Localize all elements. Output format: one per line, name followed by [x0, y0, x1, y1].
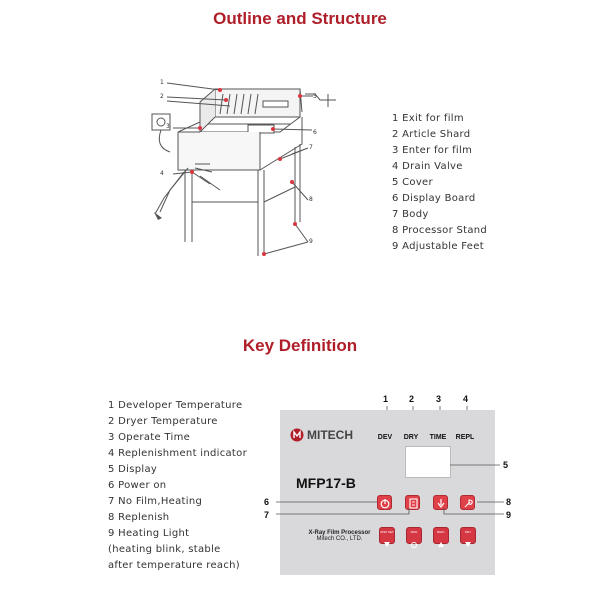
outline-legend-item: 2 Article Shard	[392, 129, 471, 140]
heating-light	[433, 495, 448, 510]
dry-button[interactable]: DRY	[460, 527, 476, 547]
keys-legend-item: 6 Power on	[108, 480, 167, 491]
down-triangle-icon	[384, 542, 390, 547]
down-triangle-icon	[465, 542, 471, 547]
column-number-1: 1	[383, 394, 389, 404]
column-label-dev: DEV	[377, 434, 393, 441]
callout-2: 2	[160, 93, 164, 100]
callout-power: 6	[264, 497, 270, 507]
keys-title: Key Definition	[242, 336, 358, 355]
no-film-heating-button[interactable]	[405, 495, 420, 510]
power-icon	[380, 499, 390, 509]
brand-name: MITECH	[307, 428, 353, 442]
callout-5: 5	[313, 93, 317, 100]
outline-legend-item: 1 Exit for film	[392, 113, 464, 124]
callout-1: 1	[160, 79, 164, 86]
column-label-repl: REPL	[455, 434, 475, 441]
outline-legend-item: 3 Enter for film	[392, 145, 473, 156]
outline-legend: 1 Exit for film 2 Article Shard 3 Enter …	[392, 111, 487, 255]
outline-legend-item: 6 Display Board	[392, 193, 476, 204]
manual-label: MAN	[410, 530, 418, 534]
keys-legend-item: (heating blink, stable	[108, 544, 221, 555]
disp-set-label: DISP SET	[380, 530, 394, 534]
power-button[interactable]	[377, 495, 392, 510]
manual-button[interactable]: MAN	[406, 527, 422, 548]
callout-9: 9	[309, 238, 313, 245]
panel-subtitle-line1: X-Ray Film Processor	[308, 530, 371, 536]
outline-legend-item: 4 Drain Valve	[392, 161, 463, 172]
column-number-3: 3	[436, 394, 442, 404]
outline-title: Outline and Structure	[213, 9, 387, 28]
column-number-4: 4	[463, 394, 469, 404]
dry-label: DRY	[464, 530, 472, 534]
callout-7: 7	[309, 144, 313, 151]
keys-legend-item: 7 No Film,Heating	[108, 496, 203, 507]
keys-legend-item: 5 Display	[108, 464, 158, 475]
outline-legend-item: 9 Adjustable Feet	[392, 241, 484, 252]
callout-heating-light: 9	[506, 510, 512, 520]
replenish-button[interactable]	[460, 495, 475, 510]
keys-legend-item: after temperature reach)	[108, 560, 240, 571]
keys-legend-item: 1 Developer Temperature	[108, 400, 243, 411]
repl-label: REPL	[437, 530, 445, 534]
keys-legend-item: 3 Operate Time	[108, 432, 191, 443]
outline-legend-item: 5 Cover	[392, 177, 433, 188]
display-window	[405, 446, 451, 478]
heating-icon	[437, 499, 445, 508]
up-triangle-icon	[438, 542, 444, 547]
disp-set-button[interactable]: DISP SET	[379, 527, 395, 547]
outline-legend-item: 7 Body	[392, 209, 429, 220]
keys-legend-item: 9 Heating Light	[108, 528, 190, 539]
callout-4: 4	[160, 170, 164, 177]
model-name: MFP17-B	[296, 475, 356, 491]
replenish-icon	[464, 499, 473, 508]
control-panel: MITECH DEV DRY TIME REPL MFP17-B X-Ray F…	[280, 410, 495, 575]
processor-diagram	[151, 82, 336, 256]
panel-leaders	[276, 464, 504, 515]
column-label-time: TIME	[429, 434, 447, 441]
callout-8: 8	[309, 196, 313, 203]
keys-legend-item: 8 Replenish	[108, 512, 170, 523]
keys-legend: 1 Developer Temperature 2 Dryer Temperat…	[108, 398, 247, 574]
column-label-dry: DRY	[403, 434, 419, 441]
keys-legend-item: 4 Replenishment indicator	[108, 448, 247, 459]
callout-no-film: 7	[264, 510, 270, 520]
mitech-logo-icon	[290, 428, 304, 442]
callout-3: 3	[166, 123, 170, 130]
keys-legend-item: 2 Dryer Temperature	[108, 416, 218, 427]
film-icon	[409, 498, 418, 509]
callout-display: 5	[503, 460, 509, 470]
panel-subtitle-line2: Mitech CO., LTD.	[316, 536, 363, 542]
repl-button[interactable]: REPL	[433, 527, 449, 547]
callout-6: 6	[313, 129, 317, 136]
gear-icon	[411, 542, 417, 548]
column-number-2: 2	[409, 394, 415, 404]
panel-subtitle: X-Ray Film Processor Mitech CO., LTD.	[292, 530, 387, 542]
outline-legend-item: 8 Processor Stand	[392, 225, 488, 236]
callout-replenish: 8	[506, 497, 512, 507]
